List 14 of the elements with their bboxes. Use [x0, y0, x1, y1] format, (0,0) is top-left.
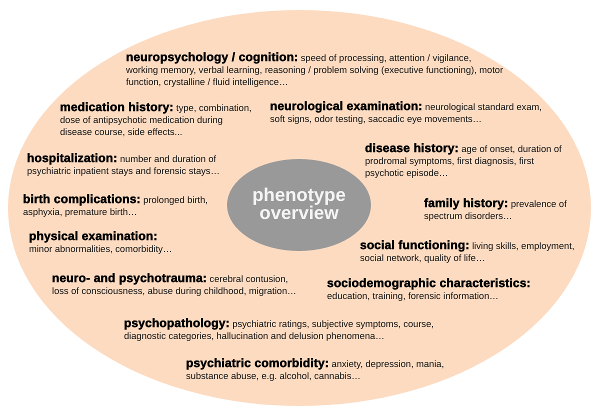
category-description: neuro- and psychotrauma: cerebral contusion, loss of consciousness, abuse during childhood, migration… [52, 272, 298, 297]
category-description: birth complications: prolonged birth, asphyxia, premature birth… [23, 193, 209, 218]
category-description: social functioning: living skills, employment, social network, quality of life… [360, 239, 576, 264]
category-description: psychiatric comorbidity: anxiety, depression, mania, substance abuse, e.g. alcohol, cannabis… [186, 357, 446, 382]
category-description: physical examination: minor abnormalities, comorbidity… [29, 230, 174, 255]
category-description: hospitalization: number and duration of psychiatric inpatient stays and forensic stays… [27, 152, 221, 177]
category-description: disease history: age of onset, duration of prodromal symptoms, first diagnosis, first psychotic episode… [365, 142, 563, 179]
center-title: phenotype overview [251, 186, 347, 222]
category-description: medication history: type, combination, dose of antipsychotic medication during disease course, side effects... [60, 101, 253, 138]
category-description: neuropsychology / cognition: speed of processing, attention / vigilance, working memory, verbal learning, reasoning / problem solving (executive functioning), motor function, crystalline / fluid intelligence… [126, 51, 504, 88]
category-description: psychopathology: psychiatric ratings, subjective symptoms, course, diagnostic categories, hallucination and delusion phenomena… [124, 317, 435, 342]
category-description: sociodemographic characteristics: education, training, forensic information… [327, 277, 532, 302]
category-description: neurological examination: neurological standard exam, soft signs, odor testing, saccadic eye movements… [270, 100, 543, 125]
category-description: family history: prevalence of spectrum disorders… [424, 197, 568, 222]
